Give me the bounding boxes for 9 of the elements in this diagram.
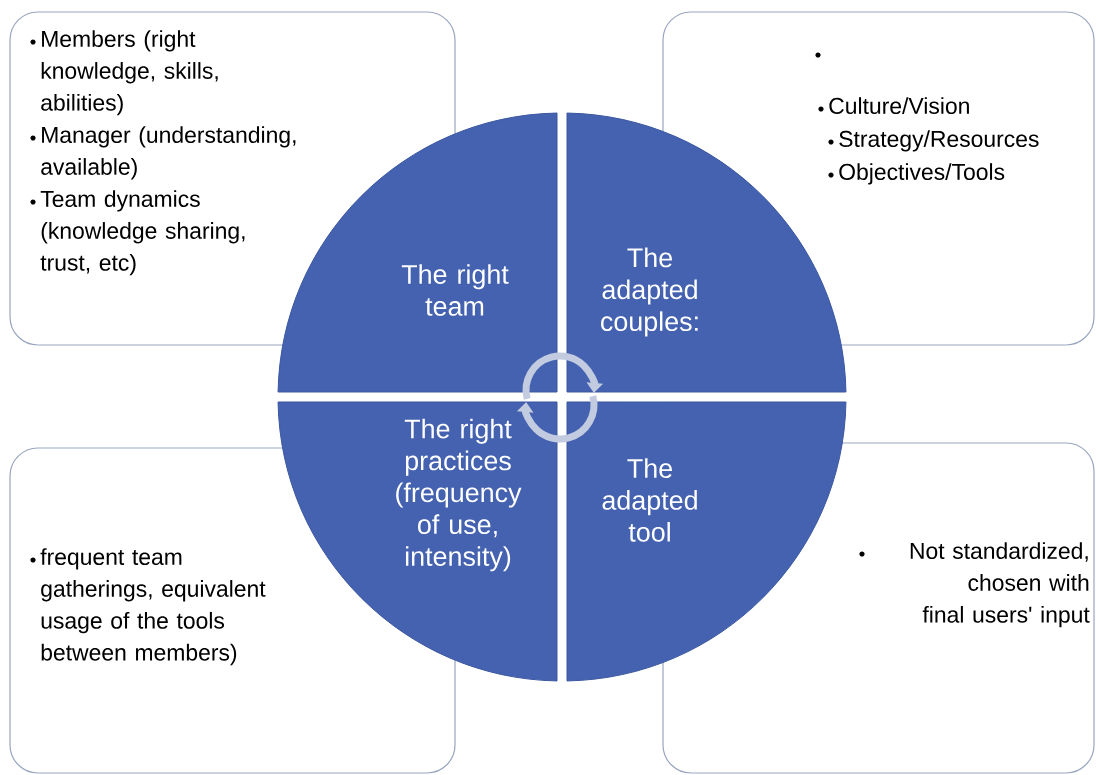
quadrant-segment: The adapted tool [566, 401, 847, 682]
quadrant-segment: The right practices (frequency of use, intensity) [277, 401, 558, 682]
bullet-item: Members (right knowledge, skills, abilities) [30, 30, 218, 116]
curved-arrow [516, 395, 598, 443]
bullet-item: Team dynamics (knowledge sharing, trust, etc) [30, 190, 245, 276]
bullet-item: Not standardized, chosen with final users' input [859, 542, 1090, 628]
bullet-item: Culture/Vision [818, 97, 969, 114]
bullet-item: frequent team gatherings, equivalent usage of the tools between members) [30, 548, 266, 666]
curved-arrow [522, 352, 604, 400]
